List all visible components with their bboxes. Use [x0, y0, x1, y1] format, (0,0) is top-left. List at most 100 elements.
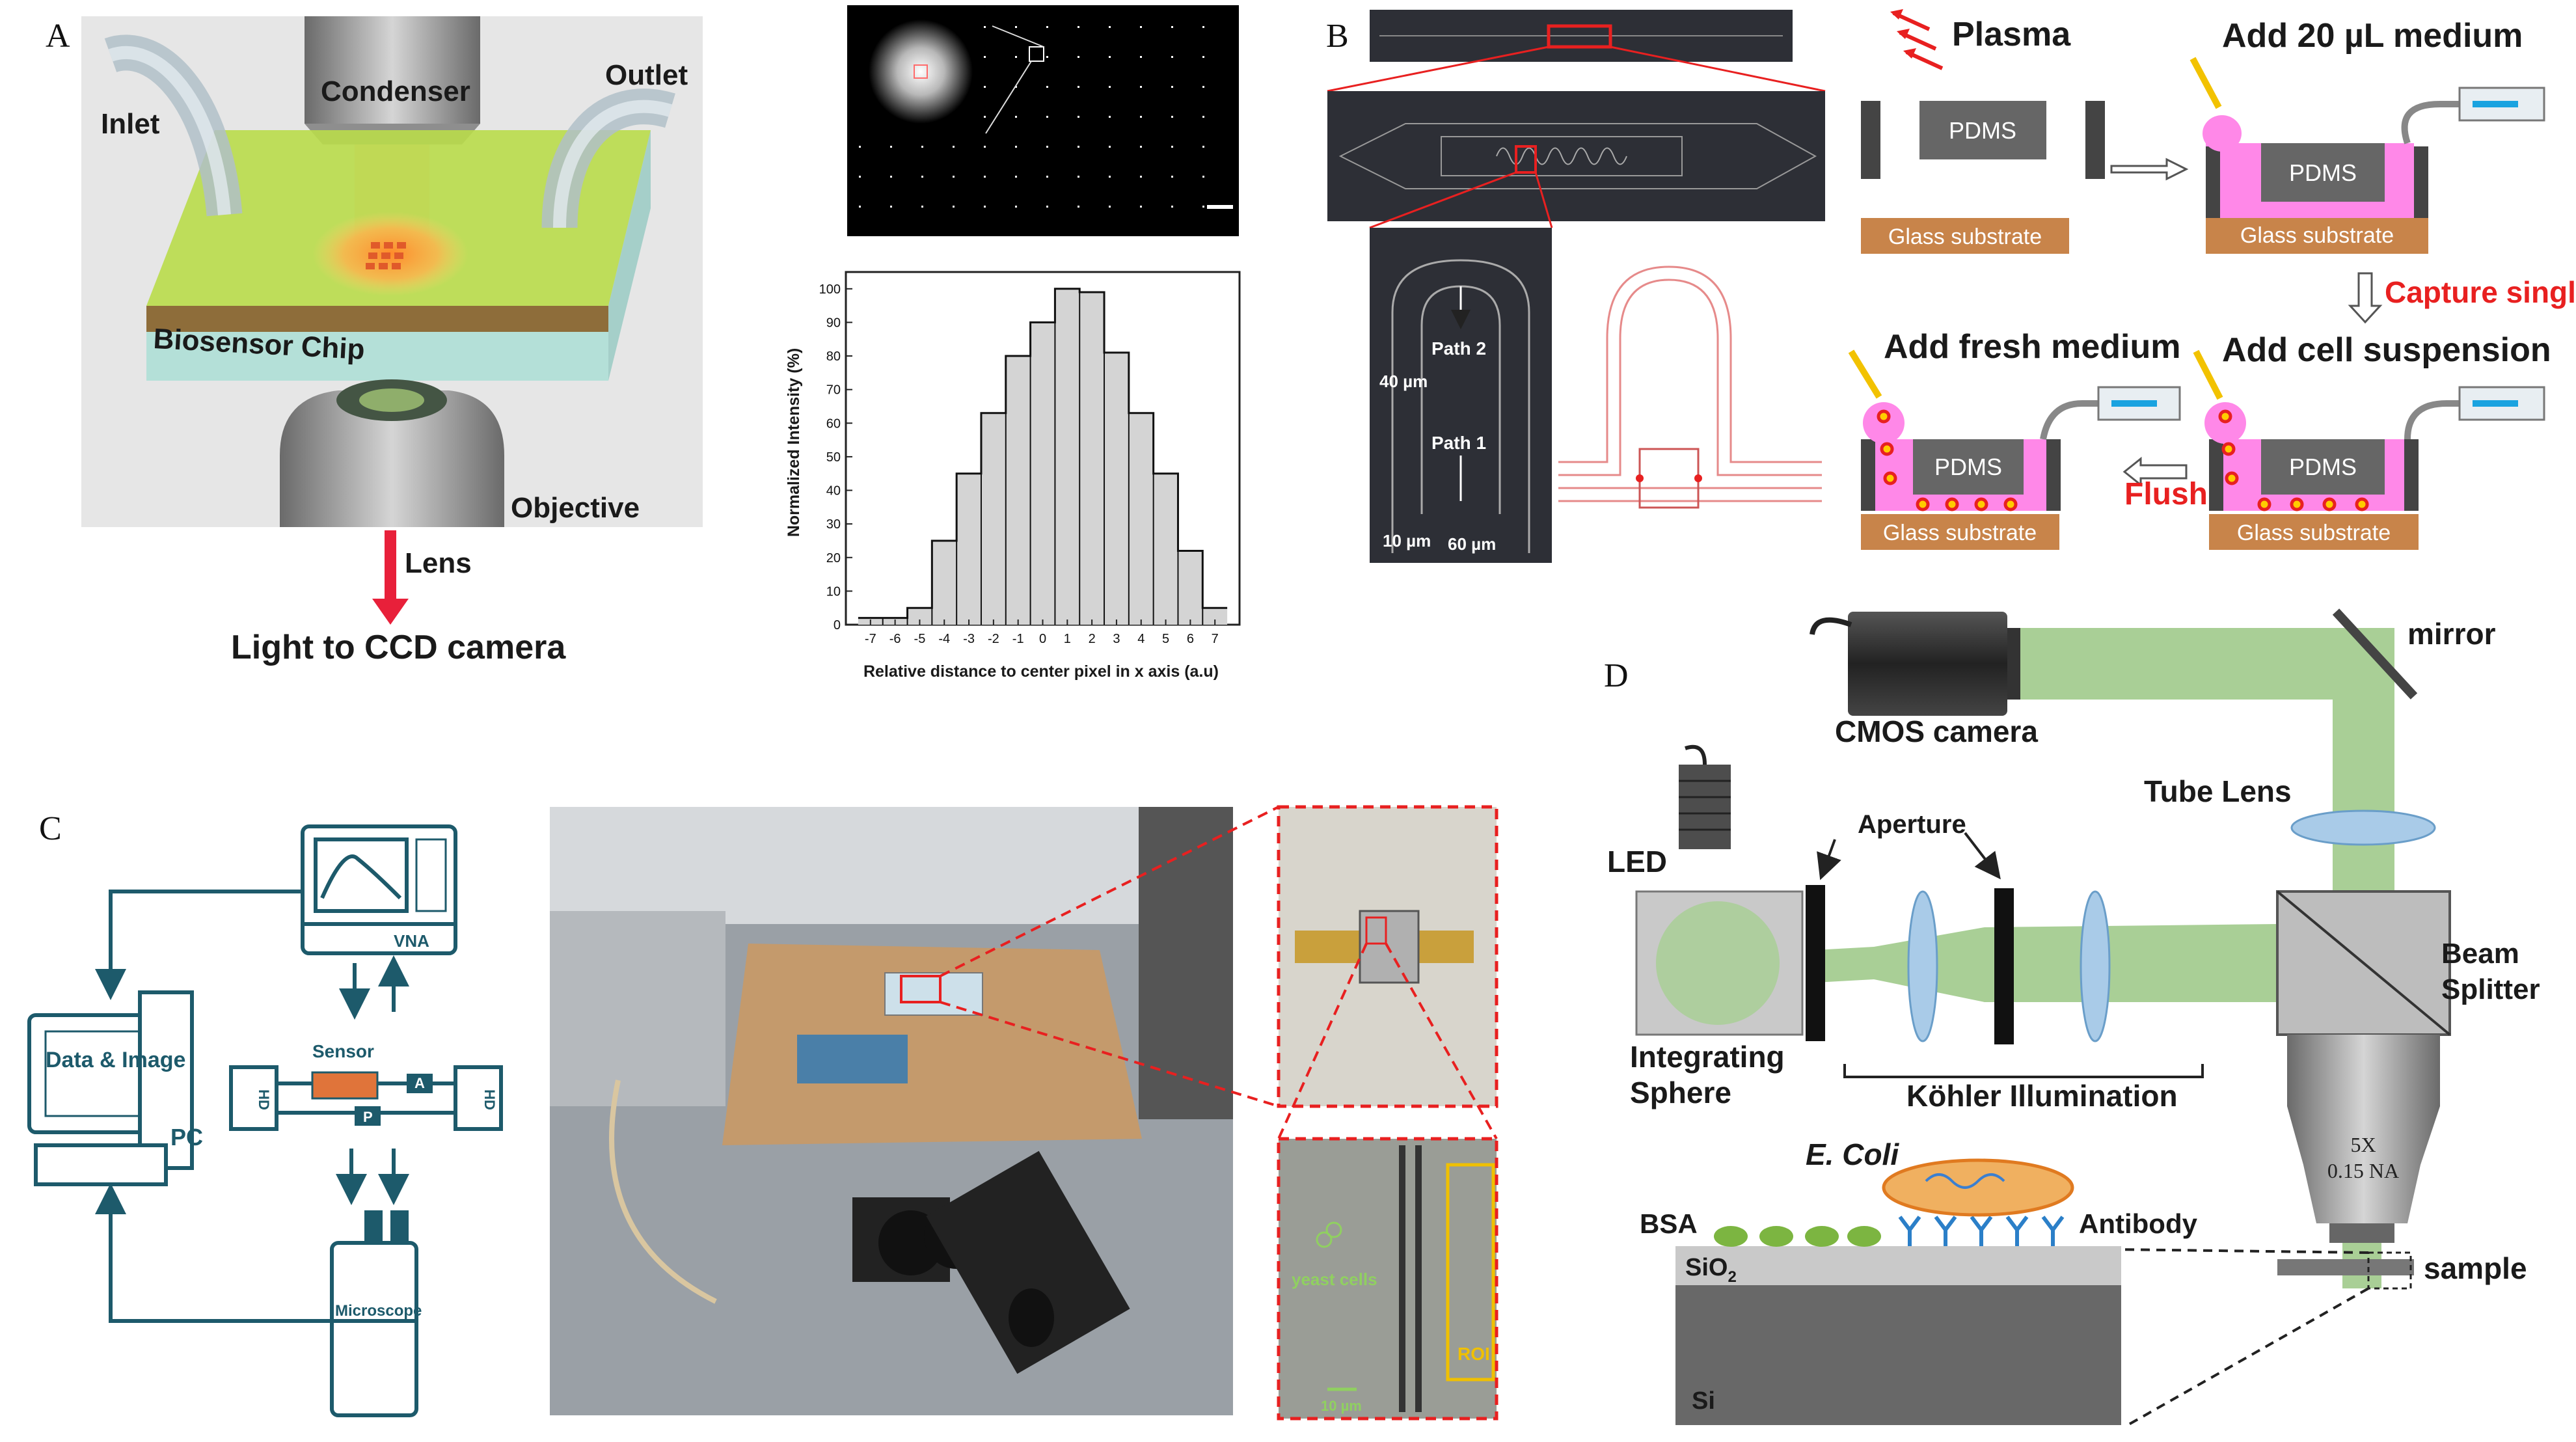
psf-dot: [1078, 176, 1079, 178]
psf-dot: [953, 146, 955, 148]
y-tick-label: 80: [826, 349, 841, 364]
y-tick-label: 40: [826, 484, 841, 498]
inlet-label: Inlet: [101, 108, 160, 140]
x-tick-label: -3: [963, 632, 975, 646]
vna-label: VNA: [394, 931, 429, 951]
histogram-bar: [1055, 288, 1080, 625]
obj-mag-label: 5X: [2350, 1133, 2376, 1156]
sample-slide: [2277, 1259, 2414, 1275]
condenser-body: [305, 16, 480, 124]
psf-dot: [1202, 86, 1204, 88]
psf-dot: [1078, 86, 1079, 88]
microscope-label: Microscope: [335, 1302, 422, 1320]
x-tick-label: -7: [865, 632, 876, 646]
panel-label-b: B: [1326, 18, 1349, 55]
x-tick-label: 7: [1212, 632, 1219, 646]
psf-dot: [1140, 86, 1142, 88]
psf-dot: [1202, 26, 1204, 28]
psf-dot: [1140, 176, 1142, 178]
panel-label-c: C: [39, 810, 62, 847]
mirror-label: mirror: [2407, 617, 2496, 651]
psf-dot: [984, 86, 986, 88]
y-tick-label: 50: [826, 450, 841, 465]
hd-left-label: HD: [256, 1089, 272, 1110]
histogram-bar: [981, 413, 1006, 625]
data-image-label: Data & Image: [46, 1048, 185, 1072]
psf-dot: [1046, 56, 1048, 58]
x-tick-label: 0: [1039, 632, 1046, 646]
y-tick-label: 0: [834, 618, 841, 633]
path1-label: Path 1: [1431, 433, 1486, 453]
sphere-label-1: Integrating: [1630, 1040, 1785, 1074]
condenser-label: Condenser: [321, 75, 470, 107]
sensor-label: Sensor: [312, 1041, 374, 1061]
scale-bar: [1207, 205, 1233, 209]
beam-label: Beam: [2441, 938, 2519, 970]
psf-dot: [1046, 176, 1048, 178]
y-tick-label: 60: [826, 416, 841, 431]
glass-block-1: [1861, 218, 2069, 254]
ecoli-cell: [1882, 1158, 2074, 1217]
psf-dot: [1171, 56, 1173, 58]
antibody-label: Antibody: [2079, 1208, 2198, 1239]
width-40-label: 40 µm: [1379, 372, 1428, 391]
psf-dot: [890, 206, 892, 208]
glass-label-2: Glass substrate: [2240, 223, 2394, 248]
glass-label-3: Glass substrate: [1883, 521, 2037, 545]
psf-dot: [859, 146, 861, 148]
psf-dot: [1046, 26, 1048, 28]
x-tick-label: -4: [938, 632, 950, 646]
x-tick-label: 2: [1089, 632, 1096, 646]
pdms-label-3: PDMS: [1934, 454, 2002, 480]
pdms-label-1: PDMS: [1949, 117, 2016, 144]
scale-10um-label: 10 µm: [1321, 1398, 1362, 1414]
psf-dot: [1015, 176, 1017, 178]
psf-dot: [1140, 26, 1142, 28]
psf-dot: [890, 146, 892, 148]
glass-block-3: [1861, 514, 2059, 550]
histogram-bar: [1104, 352, 1129, 625]
psf-dot: [1078, 116, 1079, 118]
flow-simulation: [1558, 265, 1822, 509]
splitter-label: Splitter: [2441, 973, 2540, 1005]
tube-lens-label: Tube Lens: [2144, 774, 2292, 808]
x-tick-label: 5: [1162, 632, 1169, 646]
psf-dot: [953, 176, 955, 178]
psf-dot: [1109, 116, 1111, 118]
sio2-label: SiO2: [1685, 1254, 1737, 1286]
flush-label: Flush: [2124, 477, 2208, 511]
glass-label-4: Glass substrate: [2237, 521, 2391, 545]
psf-dot: [1015, 56, 1017, 58]
ccd-label: Light to CCD camera: [231, 629, 566, 666]
panel-a: A Condenser Biosensor Chip Inlet Outlet …: [46, 16, 703, 666]
psf-dot: [984, 176, 986, 178]
cmos-camera: [1848, 612, 2007, 716]
objective-label: Objective: [511, 492, 640, 524]
add-fresh-label: Add fresh medium: [1884, 328, 2181, 366]
glass-label-1: Glass substrate: [1888, 224, 2042, 249]
x-tick-label: -2: [988, 632, 999, 646]
sample-label: sample: [2424, 1251, 2527, 1285]
histogram-bar: [956, 473, 981, 625]
psf-dot: [984, 206, 986, 208]
psf-dot: [1109, 146, 1111, 148]
mirror: [2332, 608, 2418, 700]
sio2-layer: [1675, 1246, 2121, 1285]
p-label: P: [363, 1109, 373, 1125]
width-10-label: 10 µm: [1383, 531, 1431, 551]
psf-dot: [921, 146, 923, 148]
glass-block-2: [2206, 218, 2428, 254]
psf-dot: [1046, 206, 1048, 208]
psf-image: [847, 5, 1239, 236]
microscope-device: [330, 1241, 418, 1417]
psf-dot: [1109, 56, 1111, 58]
psf-dot: [1015, 26, 1017, 28]
y-tick-label: 70: [826, 383, 841, 398]
pdms-block-2: [2261, 143, 2385, 202]
tube-lens: [2290, 809, 2436, 846]
psf-dot: [1046, 86, 1048, 88]
x-tick-label: -5: [914, 632, 926, 646]
psf-dot: [1078, 206, 1079, 208]
si-label: Si: [1692, 1387, 1715, 1415]
